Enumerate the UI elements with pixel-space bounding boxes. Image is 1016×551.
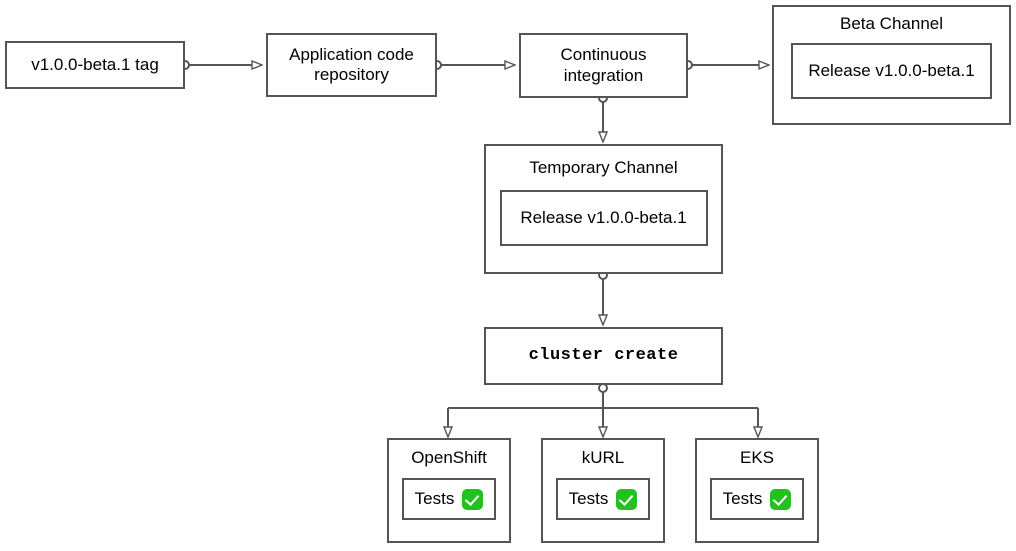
group-temporary-channel[interactable]: Temporary Channel Release v1.0.0-beta.1 xyxy=(484,144,723,274)
group-temporary-channel-title: Temporary Channel xyxy=(529,158,678,177)
node-tag[interactable]: v1.0.0-beta.1 tag xyxy=(5,41,185,89)
platform-openshift-tests-box[interactable]: Tests xyxy=(402,478,496,521)
platform-openshift[interactable]: OpenShift Tests xyxy=(387,438,511,543)
green-check-icon xyxy=(616,488,638,510)
platform-kurl-title: kURL xyxy=(581,448,625,467)
group-temporary-channel-release-label: Release v1.0.0-beta.1 xyxy=(520,208,687,228)
node-continuous-integration[interactable]: Continuous integration xyxy=(519,33,688,98)
group-temporary-channel-release-box[interactable]: Release v1.0.0-beta.1 xyxy=(499,190,708,247)
platform-eks-tests-box[interactable]: Tests xyxy=(710,478,804,521)
platform-eks[interactable]: EKS Tests xyxy=(695,438,819,543)
node-application-code-repository-label: Application code repository xyxy=(289,44,414,84)
platform-kurl[interactable]: kURL Tests xyxy=(541,438,665,543)
node-application-code-repository[interactable]: Application code repository xyxy=(266,33,437,97)
group-beta-channel-release-box[interactable]: Release v1.0.0-beta.1 xyxy=(791,43,992,100)
platform-eks-title: EKS xyxy=(739,448,775,467)
green-check-icon xyxy=(770,488,792,510)
group-beta-channel-title: Beta Channel xyxy=(839,14,944,33)
group-beta-channel-release-label: Release v1.0.0-beta.1 xyxy=(808,61,975,81)
node-continuous-integration-label: Continuous integration xyxy=(560,45,647,85)
node-cluster-create[interactable]: cluster create xyxy=(484,327,723,385)
platform-eks-tests-label: Tests xyxy=(722,489,763,509)
platform-kurl-tests-box[interactable]: Tests xyxy=(556,478,650,521)
node-cluster-create-label: cluster create xyxy=(528,345,679,365)
platform-kurl-tests-label: Tests xyxy=(568,489,609,509)
platform-openshift-title: OpenShift xyxy=(411,448,487,467)
edge-source-dot xyxy=(598,383,608,393)
node-tag-label: v1.0.0-beta.1 tag xyxy=(31,54,159,74)
group-beta-channel[interactable]: Beta Channel Release v1.0.0-beta.1 xyxy=(772,5,1011,125)
green-check-icon xyxy=(462,488,484,510)
platform-openshift-tests-label: Tests xyxy=(414,489,455,509)
